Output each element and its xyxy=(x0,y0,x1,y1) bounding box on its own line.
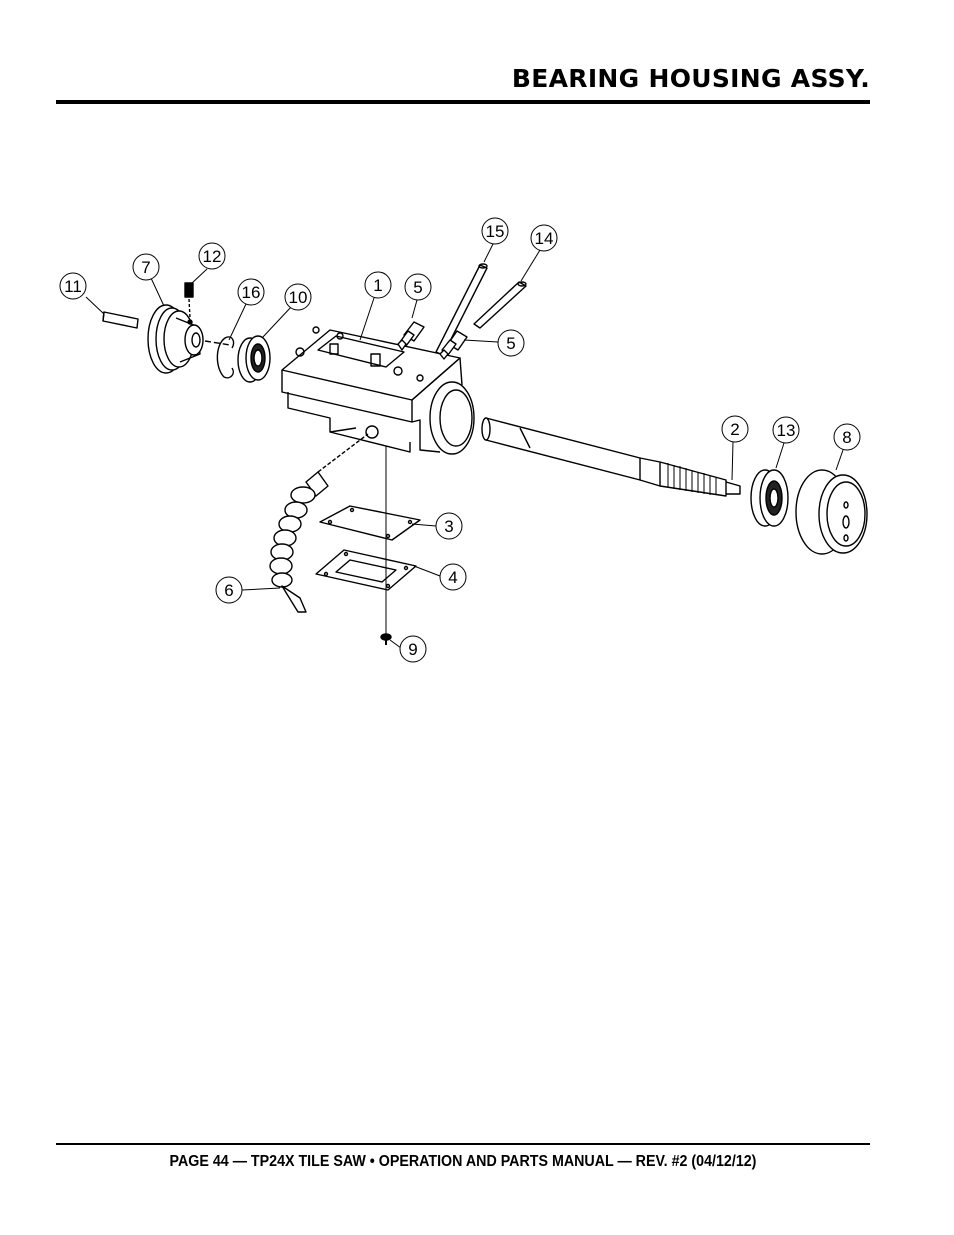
svg-text:3: 3 xyxy=(444,517,453,536)
callout-10: 10 xyxy=(284,283,312,311)
svg-text:7: 7 xyxy=(141,258,150,277)
header-rule xyxy=(56,100,870,104)
page-footer: PAGE 44 — TP24X TILE SAW • OPERATION AND… xyxy=(169,1153,757,1170)
callout-15: 15 xyxy=(481,217,509,245)
svg-text:10: 10 xyxy=(289,288,308,307)
bearing-left-part xyxy=(237,335,271,383)
callout-3: 3 xyxy=(435,512,463,540)
callout-12: 11 xyxy=(59,272,87,300)
callout-7: 7 xyxy=(132,253,160,281)
gasket-part xyxy=(315,549,417,591)
key-part xyxy=(102,311,139,329)
screw-part xyxy=(380,446,392,645)
svg-text:5: 5 xyxy=(506,334,515,353)
fitting-lower-part xyxy=(439,330,468,360)
svg-text:13: 13 xyxy=(777,421,796,440)
svg-text:14: 14 xyxy=(535,229,554,248)
svg-text:2: 2 xyxy=(730,420,739,439)
callout-1: 1 xyxy=(364,271,392,299)
flange-part xyxy=(795,469,868,555)
svg-text:12: 12 xyxy=(203,247,222,266)
snap-ring-part xyxy=(216,336,235,379)
svg-text:6: 6 xyxy=(224,581,233,600)
page-title: BEARING HOUSING ASSY. xyxy=(511,64,870,93)
pulley-part xyxy=(147,304,204,374)
callout-6: 6 xyxy=(215,576,243,604)
svg-text:4: 4 xyxy=(448,568,457,587)
tube-14-part xyxy=(473,281,527,329)
callout-5-lower: 5 xyxy=(497,329,525,357)
svg-text:15: 15 xyxy=(486,222,505,241)
callout-4: 4 xyxy=(439,563,467,591)
callout-2: 2 xyxy=(721,415,749,443)
set-screw-part xyxy=(184,282,194,319)
svg-text:8: 8 xyxy=(842,428,851,447)
callout-9: 9 xyxy=(399,635,427,663)
bearing-right-part xyxy=(750,469,789,527)
callout-8: 8 xyxy=(833,423,861,451)
svg-text:1: 1 xyxy=(373,276,382,295)
callout-11: 13 xyxy=(772,416,800,444)
callouts: 11 7 12 16 10 1 5 15 xyxy=(59,217,861,663)
shaft-part xyxy=(481,417,741,497)
svg-text:5: 5 xyxy=(413,278,422,297)
svg-text:9: 9 xyxy=(408,640,417,659)
leader-lines xyxy=(85,243,844,649)
coolant-hose-part xyxy=(269,433,369,613)
callout-13: 12 xyxy=(198,242,226,270)
svg-text:16: 16 xyxy=(242,283,261,302)
fitting-upper-part xyxy=(397,321,425,351)
cover-plate-part xyxy=(319,505,421,541)
callout-16: 16 xyxy=(237,278,265,306)
callout-14: 14 xyxy=(530,224,558,252)
bearing-housing-part xyxy=(281,326,475,455)
footer-rule xyxy=(56,1143,870,1145)
svg-text:11: 11 xyxy=(64,277,82,296)
callout-5-upper: 5 xyxy=(404,273,432,301)
